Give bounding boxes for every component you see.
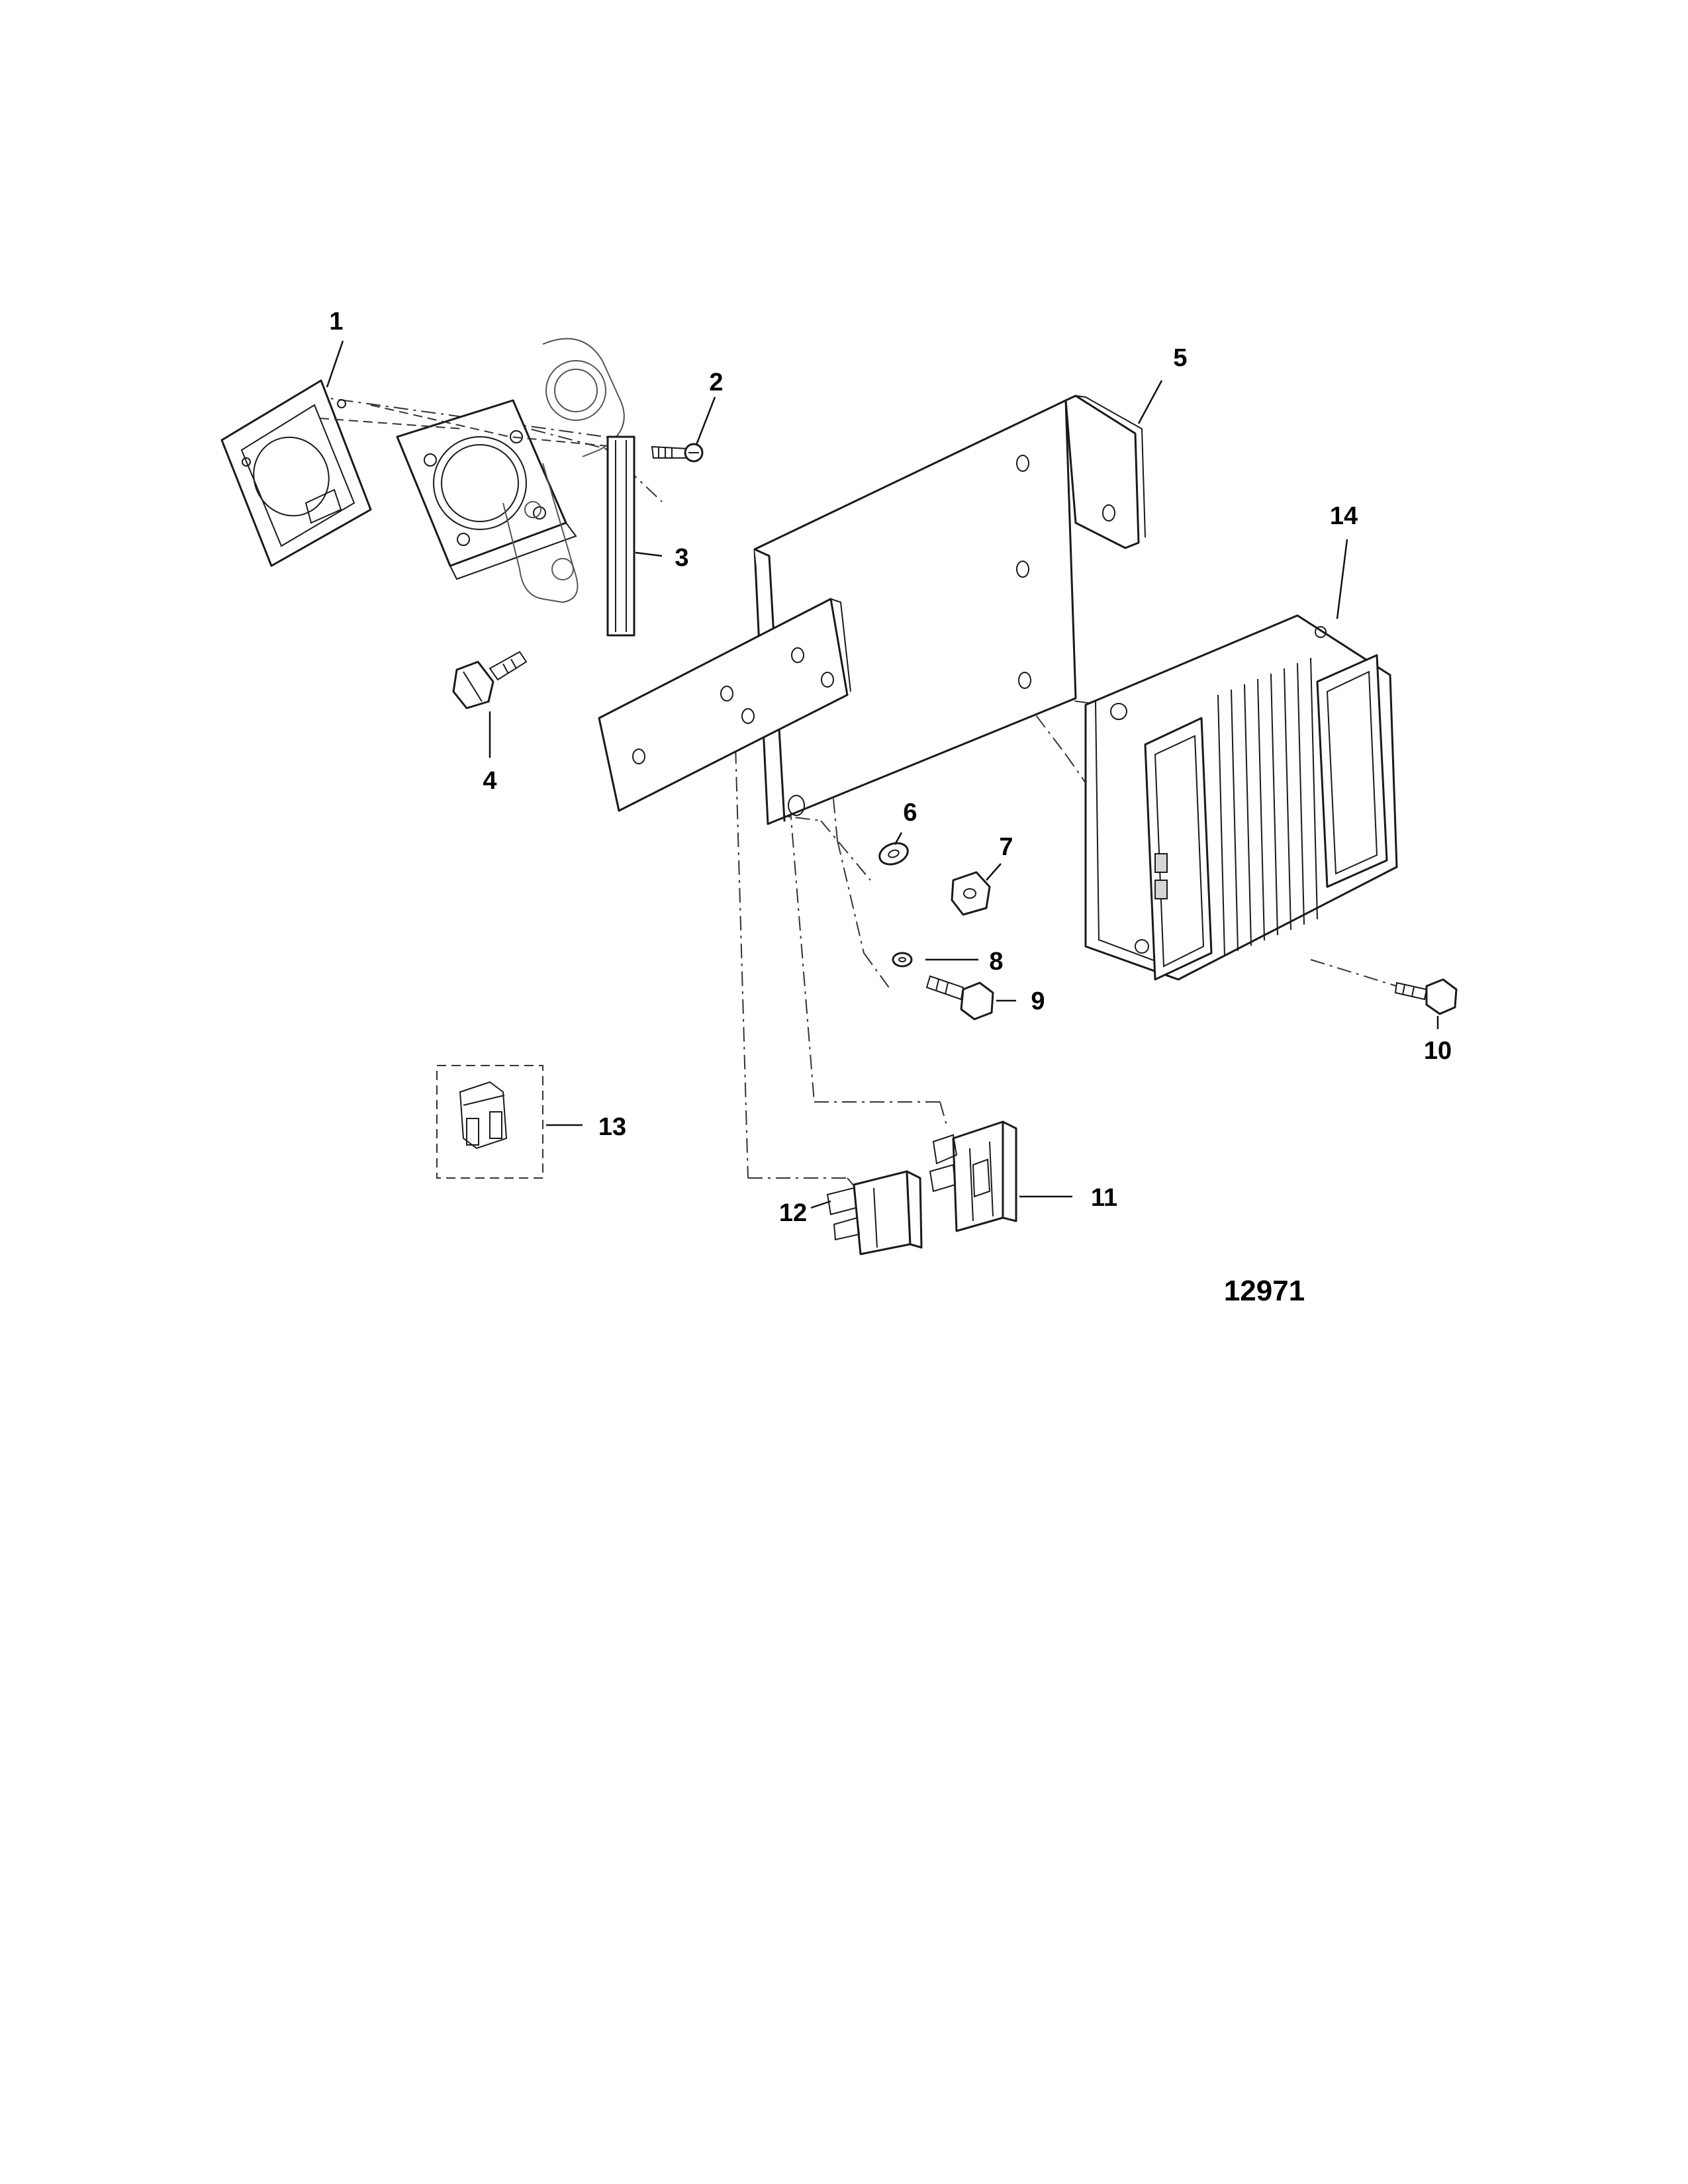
part-9-bolt <box>925 975 994 1021</box>
figure-number: 12971 <box>1224 1275 1305 1307</box>
callout-9: 9 <box>1031 987 1045 1015</box>
callout-10: 10 <box>1424 1037 1452 1065</box>
part-14-control-module <box>1084 614 1398 981</box>
callout-8: 8 <box>989 948 1003 976</box>
callout-5: 5 <box>1173 344 1187 372</box>
callout-12: 12 <box>779 1199 807 1227</box>
callout-1: 1 <box>329 308 343 336</box>
callout-13: 13 <box>598 1113 626 1141</box>
part-13-fuse-box <box>436 1065 543 1179</box>
part-4-bolt <box>452 651 528 709</box>
callout-labels: 1 2 3 4 5 6 7 8 9 10 11 12 13 14 <box>329 308 1452 1227</box>
part-12-fuse-holder <box>826 1170 923 1255</box>
part-6-washer <box>878 842 909 866</box>
part-1-mount-plate <box>396 399 577 580</box>
part-1-gasket <box>220 379 372 567</box>
part-11-fuse-holder <box>929 1120 1017 1232</box>
leader-lines <box>326 340 1348 1209</box>
callout-6: 6 <box>903 799 917 827</box>
part-7-nut <box>951 871 991 916</box>
callout-3: 3 <box>675 544 688 572</box>
part-8-lock-washer <box>892 952 913 968</box>
part-2-screw <box>651 443 704 463</box>
heat-sink-fins <box>1217 657 1318 957</box>
gasket-guide-lines <box>319 404 616 447</box>
callout-4: 4 <box>483 767 496 795</box>
part-5-main-bracket <box>598 394 1146 825</box>
callout-7: 7 <box>999 833 1013 861</box>
callout-14: 14 <box>1330 502 1358 530</box>
callout-11: 11 <box>1091 1184 1117 1212</box>
part-3-bracket <box>502 338 635 637</box>
part-10-bolt <box>1394 978 1458 1029</box>
callout-2: 2 <box>709 369 723 396</box>
